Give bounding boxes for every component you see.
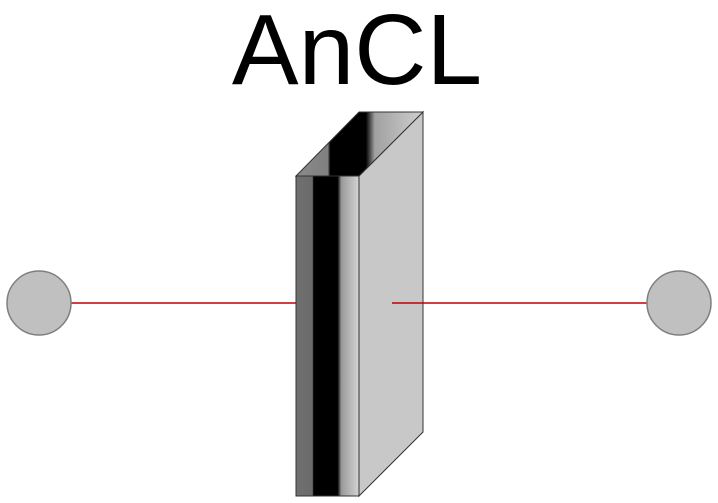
right-port-circle-icon[interactable]: [646, 270, 712, 336]
plate-side-face: [358, 110, 424, 498]
left-port-circle-icon[interactable]: [6, 270, 72, 336]
layered-plate-icon[interactable]: [294, 110, 425, 498]
plate-front-face: [295, 175, 360, 497]
component-title: AnCL: [232, 0, 482, 106]
